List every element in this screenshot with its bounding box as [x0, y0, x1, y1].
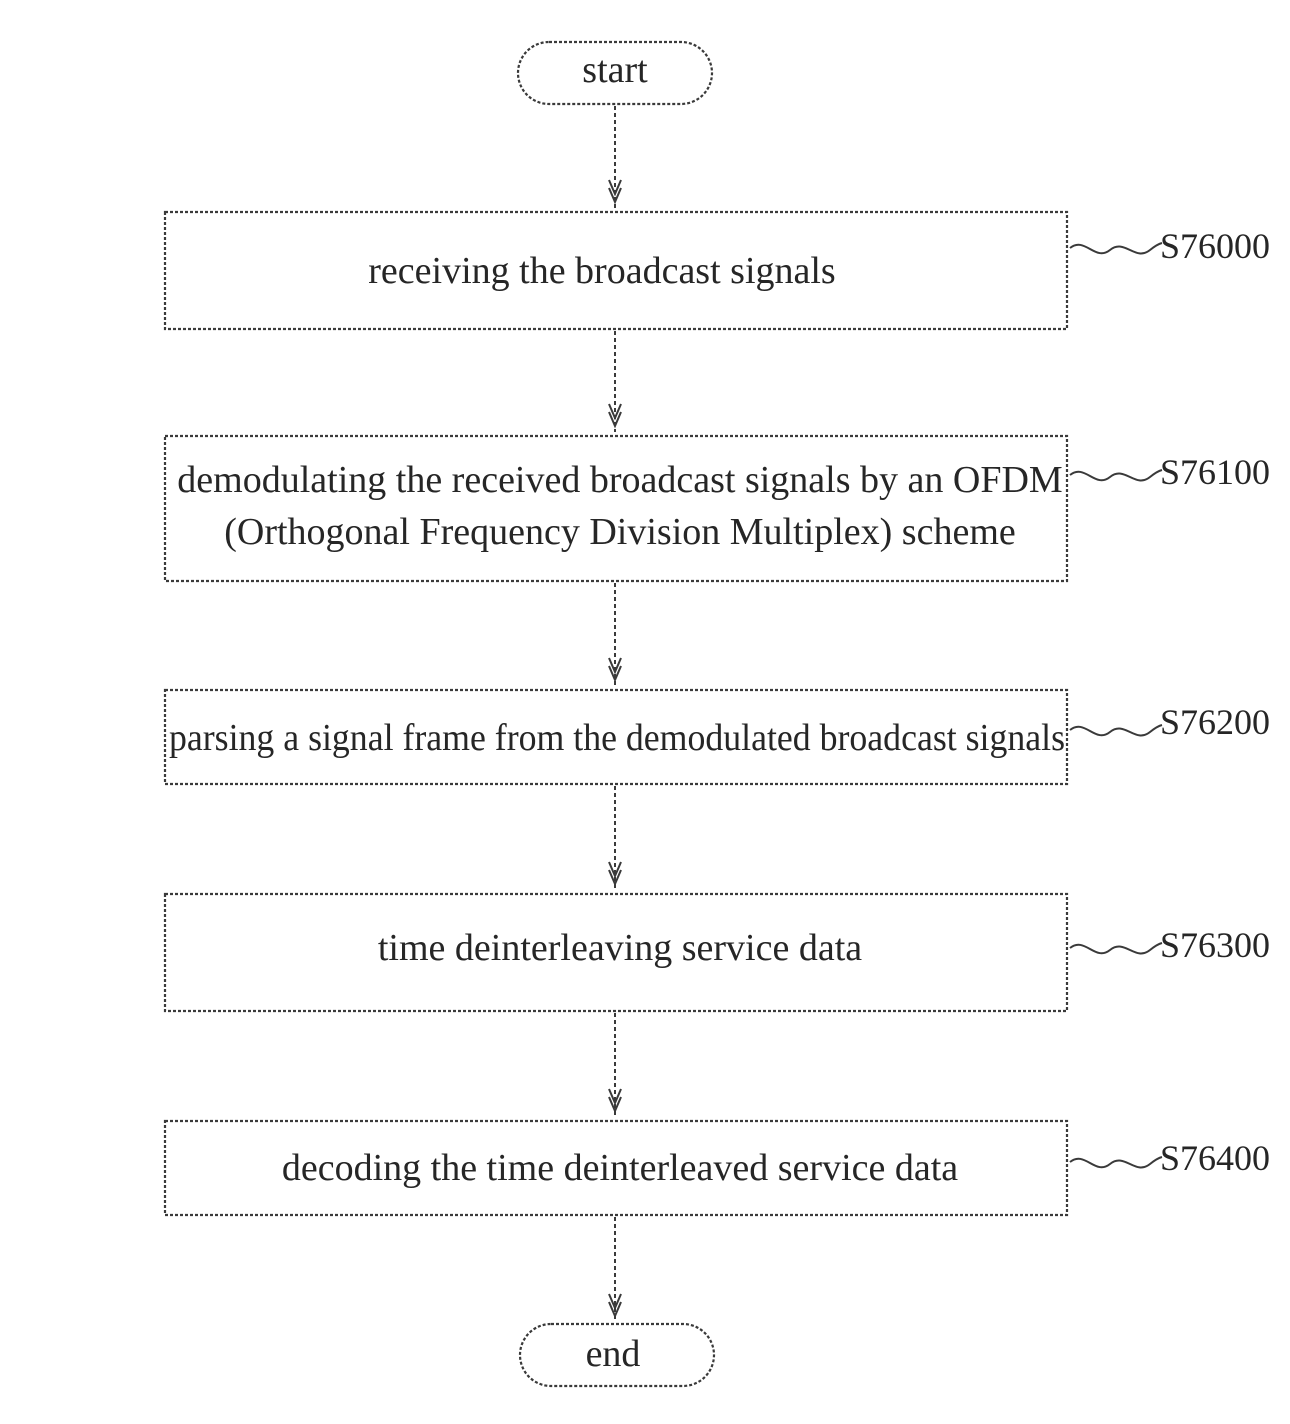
step-ref-label-s76300: S76300 — [1160, 925, 1270, 965]
step-ref-label-s76100: S76100 — [1160, 452, 1270, 492]
step-ref-label-s76400: S76400 — [1160, 1138, 1270, 1178]
connector-s76200-to-s76300 — [609, 786, 621, 890]
step-box-s76400: decoding the time deinterleaved service … — [165, 1121, 1067, 1215]
step-ref-s76200: S76200 — [1070, 702, 1270, 742]
connector-start-to-s76000 — [609, 106, 621, 208]
step-text-s76100-line2: (Orthogonal Frequency Division Multiplex… — [224, 511, 1016, 553]
step-text-s76000: receiving the broadcast signals — [368, 250, 835, 292]
step-box-s76000: receiving the broadcast signals — [165, 212, 1067, 329]
step-ref-s76300: S76300 — [1070, 925, 1270, 965]
step-text-s76100-line1: demodulating the received broadcast sign… — [177, 459, 1062, 501]
step-ref-label-s76000: S76000 — [1160, 226, 1270, 266]
step-box-s76300: time deinterleaving service data — [165, 894, 1067, 1011]
step-text-s76300: time deinterleaving service data — [378, 927, 862, 969]
step-ref-s76000: S76000 — [1070, 226, 1270, 266]
connector-s76300-to-s76400 — [609, 1013, 621, 1117]
step-ref-s76400: S76400 — [1070, 1138, 1270, 1178]
step-box-s76200: parsing a signal frame from the demodula… — [165, 690, 1067, 784]
start-terminal: start — [518, 42, 712, 104]
step-ref-label-s76200: S76200 — [1160, 702, 1270, 742]
step-text-s76400: decoding the time deinterleaved service … — [282, 1147, 958, 1189]
step-text-s76200: parsing a signal frame from the demodula… — [169, 717, 1065, 759]
step-ref-s76100: S76100 — [1070, 452, 1270, 492]
step-box-s76100: demodulating the received broadcast sign… — [165, 436, 1067, 581]
connector-s76100-to-s76200 — [609, 583, 621, 686]
start-label: start — [582, 49, 648, 91]
end-label: end — [586, 1333, 641, 1375]
connector-s76400-to-end — [609, 1217, 621, 1322]
end-terminal: end — [520, 1324, 714, 1386]
connector-s76000-to-s76100 — [609, 331, 621, 432]
